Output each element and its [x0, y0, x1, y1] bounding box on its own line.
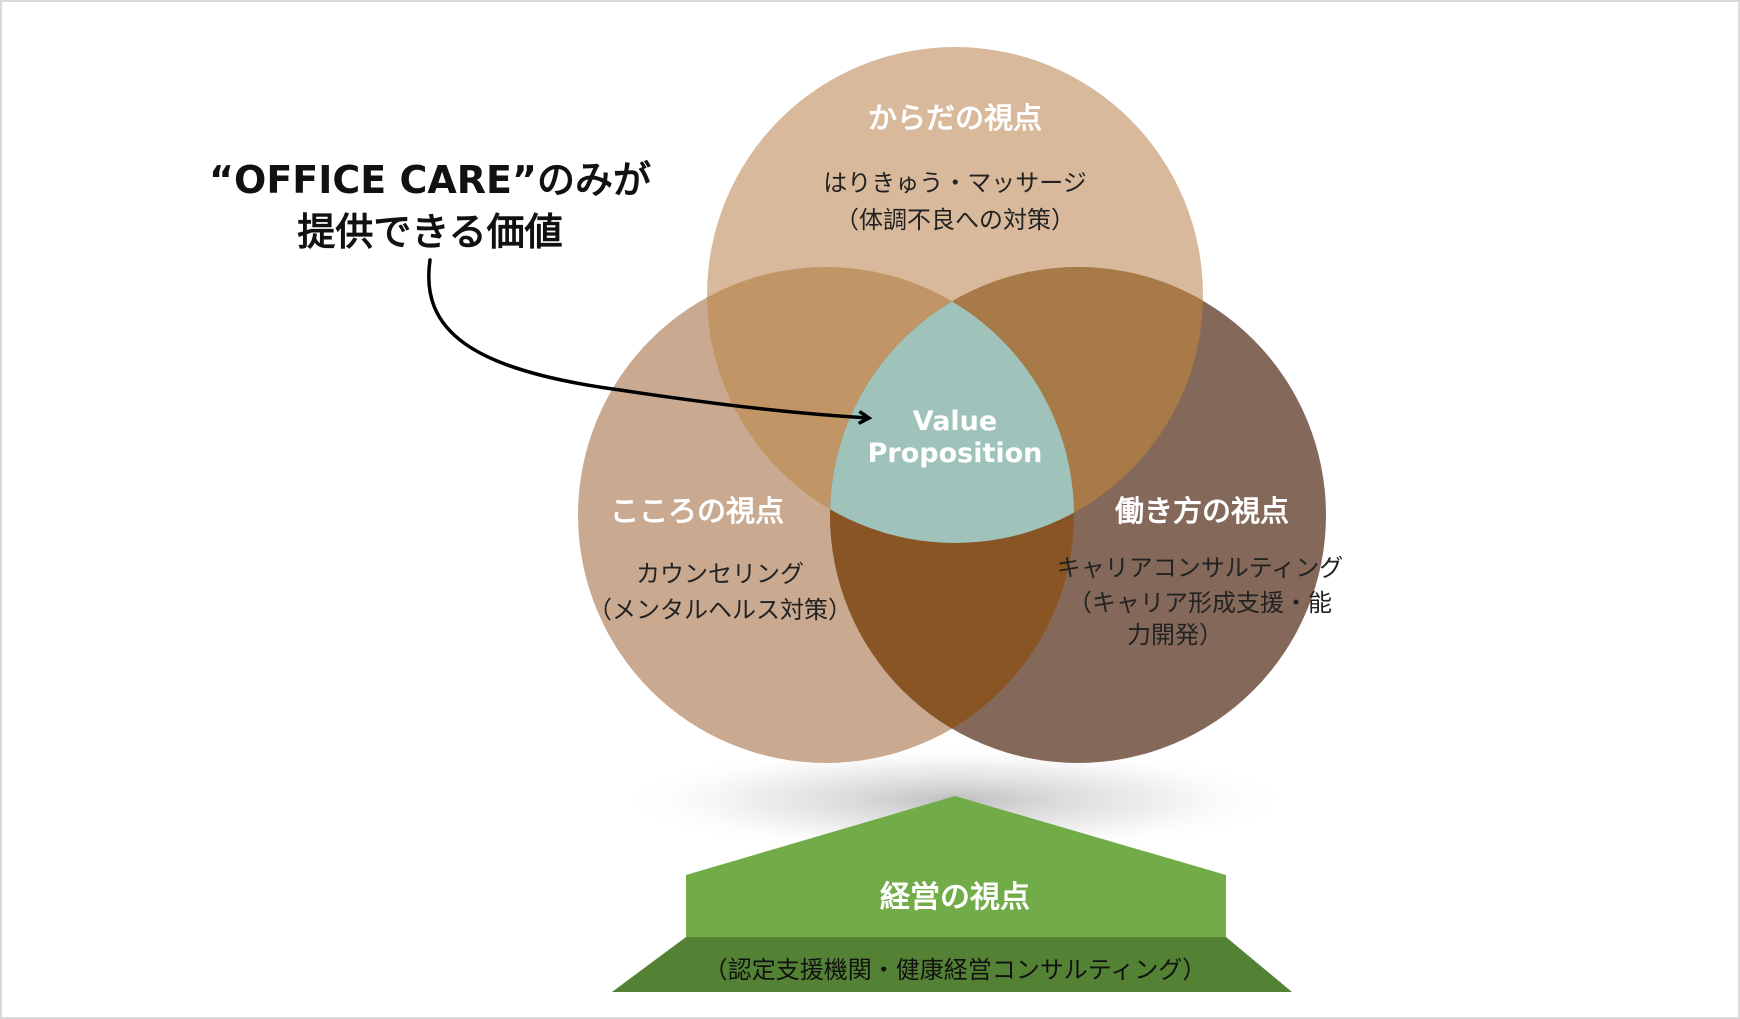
- callout-line1: “OFFICE CARE”のみが: [209, 158, 651, 202]
- base-title: 経営の視点: [880, 880, 1030, 915]
- body-line1: はりきゅう・マッサージ: [823, 169, 1087, 197]
- center-line2: Proposition: [868, 438, 1043, 469]
- work-title: 働き方の視点: [1114, 494, 1289, 528]
- center-line1: Value: [913, 406, 997, 437]
- body-line2: （体調不良への対策）: [835, 206, 1075, 234]
- value-proposition-region: [830, 267, 1074, 543]
- base-platform: [612, 937, 1292, 992]
- work-line2: （キャリア形成支援・能: [1068, 589, 1332, 617]
- work-line1: キャリアコンサルティング: [1057, 554, 1344, 582]
- base-subtitle: （認定支援機関・健康経営コンサルティング）: [704, 956, 1207, 984]
- work-line3: 力開発）: [1127, 621, 1223, 649]
- mind-title: こころの視点: [610, 494, 784, 528]
- mind-line2: （メンタルヘルス対策）: [588, 596, 852, 624]
- callout-arrow: [427, 258, 868, 418]
- base-roof: [686, 796, 1226, 937]
- callout-line2: 提供できる価値: [297, 210, 562, 254]
- mind-line1: カウンセリング: [636, 560, 804, 588]
- body-title: からだの視点: [868, 101, 1042, 135]
